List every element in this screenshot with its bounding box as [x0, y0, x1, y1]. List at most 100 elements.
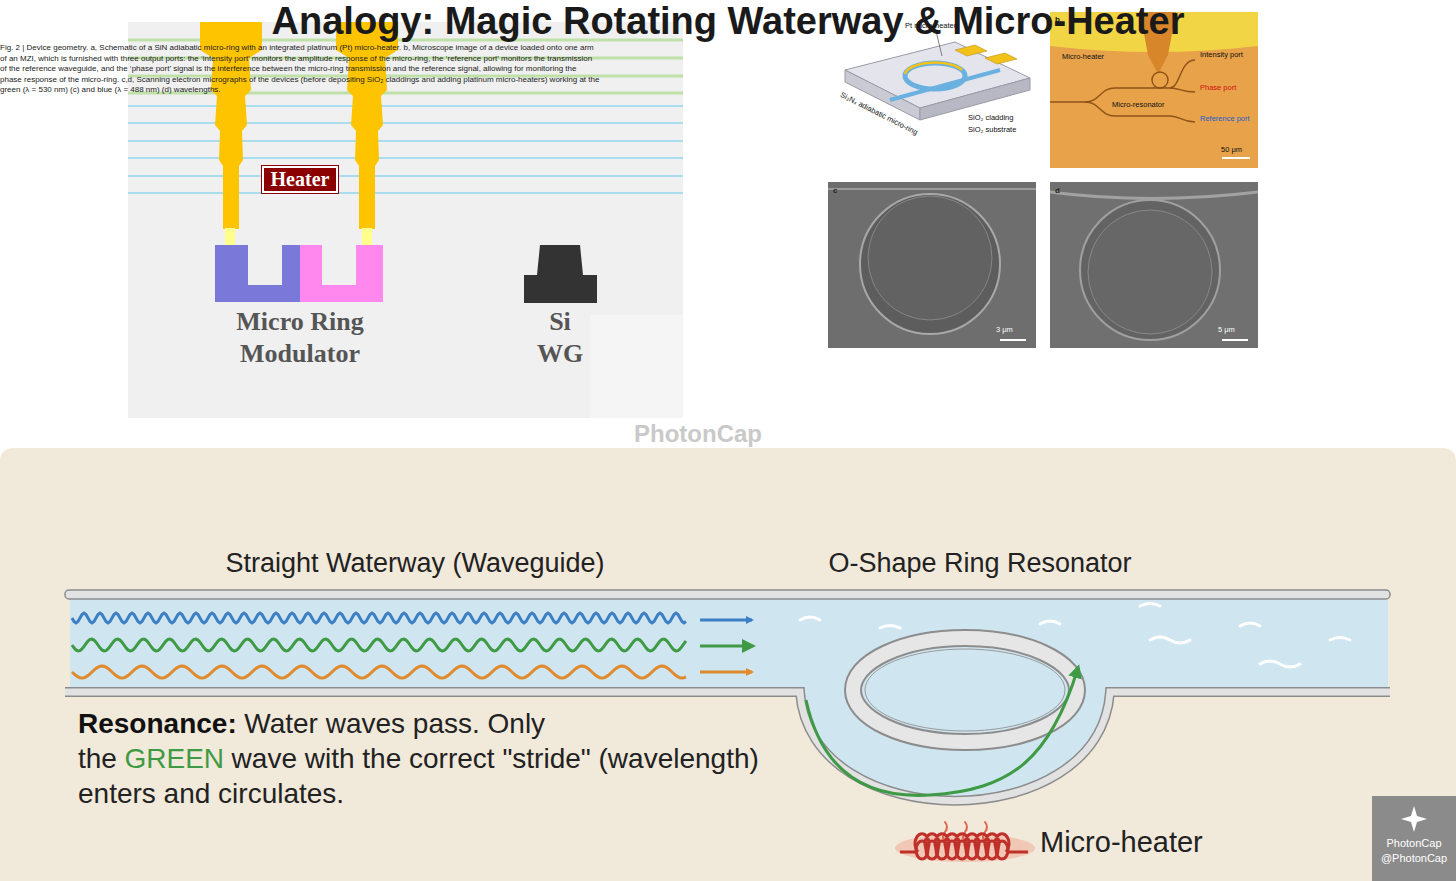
analogy-panel: [895, 834, 1035, 862]
node-subtext: @PhotonCap: [1372, 851, 1456, 866]
part-label: SiO₂ cladding: [968, 113, 1034, 122]
analogy-panel: [72, 639, 686, 651]
microscope-panel: [1150, 60, 1195, 88]
analogy-panel: [700, 645, 752, 648]
sem-panel: [868, 196, 992, 320]
analogy-panel: [800, 604, 1350, 668]
cross-section: [225, 228, 235, 246]
analogy-panel: [1401, 806, 1427, 832]
cross-section: [362, 228, 372, 246]
scale-label: 50 μm: [1221, 145, 1258, 154]
analogy-panel: [72, 666, 686, 678]
analogy-panel: [65, 590, 1390, 599]
sem-panel: [1222, 339, 1248, 341]
figure-caption: Fig. 2 | Device geometry. a, Schematic o…: [0, 43, 600, 96]
analogy-panel: [0, 448, 1456, 881]
analogy-panel: [1150, 637, 1190, 643]
analogy-panel: [1240, 623, 1260, 626]
node-text: Heater: [271, 168, 330, 191]
panel-letter: a: [834, 13, 854, 22]
schematic-panel: [905, 63, 965, 89]
logo-box: PhotonCap@PhotonCap: [1372, 796, 1456, 881]
microscope-panel: [1050, 60, 1195, 122]
cross-section: [200, 22, 398, 229]
cross-section: [300, 245, 383, 302]
cross-section: [524, 245, 597, 303]
cross-section: [128, 192, 683, 194]
analogy-panel: [865, 649, 1065, 731]
sem-panel: [828, 182, 1036, 348]
sem-panel: [1050, 182, 1258, 348]
cross-section: [215, 245, 300, 302]
note-text: Resonance:: [78, 708, 237, 739]
analogy-panel: [1140, 604, 1160, 607]
sem-panel: [860, 194, 1000, 334]
cross-section: [128, 122, 683, 124]
part-label: Si₃N₄ adiabatic micro-ring: [839, 90, 968, 162]
panel-letter: d: [1055, 186, 1075, 195]
analogy-panel: [900, 834, 1028, 859]
microscope-panel: [1152, 72, 1168, 88]
part-label: Micro-heater: [1040, 826, 1260, 859]
sem-panel: [828, 182, 1036, 348]
scale-label: 5 μm: [1218, 325, 1256, 334]
port-label: Reference port: [1200, 114, 1258, 123]
cross-section: [128, 105, 683, 107]
port-label: Intensity port: [1200, 50, 1258, 59]
analogy-panel: [700, 619, 752, 622]
scale-label: 3 μm: [996, 325, 1034, 334]
part-label: Si WG: [528, 306, 592, 370]
sem-panel: [1050, 192, 1258, 199]
heater-coil-loop: [996, 841, 1008, 859]
sem-panel: [1000, 339, 1026, 341]
analogy-panel: [1040, 621, 1060, 624]
analogy-panel: [880, 626, 900, 629]
section-heading: Straight Waterway (Waveguide): [190, 548, 640, 579]
cross-section: [128, 140, 683, 142]
resonance-note: Resonance:Water waves pass. Only theGREE…: [78, 706, 768, 811]
analogy-panel: [1372, 796, 1456, 881]
analogy-panel: [853, 638, 1077, 742]
microscope-panel: [1050, 88, 1150, 102]
microscope-panel: [1150, 116, 1195, 122]
heater-box: Heater: [262, 166, 339, 193]
via-stack: [336, 22, 398, 229]
sem-panel: [1050, 182, 1258, 348]
schematic-panel: [845, 42, 1030, 108]
part-label: Pt micro-heater: [905, 21, 985, 30]
analogy-panel: [806, 668, 1078, 795]
microscope-panel: [1170, 88, 1195, 92]
note-text: GREEN: [124, 743, 224, 774]
analogy-panel: [0, 448, 1456, 881]
analogy-panel: [700, 671, 752, 674]
port-label: Phase port: [1200, 83, 1258, 92]
sem-panel: [828, 188, 1036, 190]
sem-panel: [1088, 210, 1212, 334]
sem-panel: [1080, 200, 1220, 340]
analogy-panel: [1260, 661, 1300, 667]
microscope-panel: [1222, 157, 1250, 159]
part-label: SiO₂ substrate: [968, 125, 1034, 134]
node-text: PhotonCap: [1372, 836, 1456, 851]
schematic-panel: [955, 45, 987, 56]
analogy-panel: [72, 613, 686, 623]
panel-letter: c: [833, 186, 853, 195]
cross-section: [128, 157, 683, 159]
panel-letter: b: [1055, 15, 1075, 24]
port-label: Micro-heater: [1062, 52, 1132, 61]
section-heading: O-Shape Ring Resonator: [790, 548, 1170, 579]
watermark: PhotonCap: [598, 420, 798, 448]
analogy-panel: [1330, 638, 1350, 641]
cross-section: [128, 175, 683, 177]
via-stack: [200, 22, 262, 229]
title: Analogy: Magic Rotating Waterway & Micro…: [0, 0, 1456, 43]
cross-section: [128, 106, 683, 193]
part-label: Micro Ring Modulator: [200, 306, 400, 370]
schematic-panel: [905, 62, 962, 74]
analogy-panel: [70, 597, 1388, 690]
schematic-panel: [985, 53, 1017, 64]
analogy-panel: [853, 638, 1077, 742]
analogy-panel: [800, 617, 820, 620]
port-label: Micro-resonator: [1112, 100, 1192, 109]
